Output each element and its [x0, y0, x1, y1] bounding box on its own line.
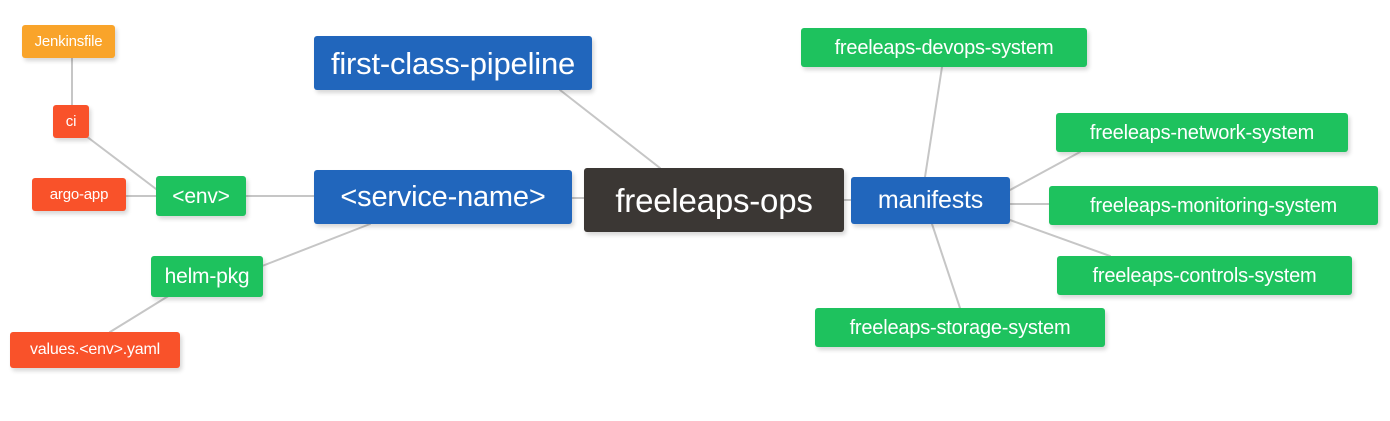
- node-freeleaps-controls-system[interactable]: freeleaps-controls-system: [1057, 256, 1352, 295]
- node-values-yaml[interactable]: values.<env>.yaml: [10, 332, 180, 368]
- node-label-freeleaps-ops: freeleaps-ops: [615, 181, 813, 219]
- node-service-name[interactable]: <service-name>: [314, 170, 572, 224]
- node-freeleaps-ops[interactable]: freeleaps-ops: [584, 168, 844, 232]
- node-first-class-pipeline[interactable]: first-class-pipeline: [314, 36, 592, 90]
- edge-first-class-pipeline-freeleaps-ops: [559, 89, 661, 169]
- node-label-ci: ci: [65, 113, 77, 130]
- edge-service-name-helm-pkg: [256, 223, 371, 269]
- node-label-helm-pkg: helm-pkg: [164, 265, 250, 288]
- node-env[interactable]: <env>: [156, 176, 246, 216]
- node-label-freeleaps-monitoring-system: freeleaps-monitoring-system: [1090, 194, 1337, 217]
- node-label-env: <env>: [172, 184, 230, 208]
- node-label-values-yaml: values.<env>.yaml: [29, 341, 160, 358]
- node-label-argo-app: argo-app: [49, 186, 109, 203]
- node-freeleaps-monitoring-system[interactable]: freeleaps-monitoring-system: [1049, 186, 1378, 225]
- edge-helm-pkg-values-yaml: [109, 294, 171, 333]
- node-label-first-class-pipeline: first-class-pipeline: [330, 45, 576, 81]
- node-label-freeleaps-storage-system: freeleaps-storage-system: [849, 316, 1071, 339]
- edge-manifests-devops: [924, 66, 943, 178]
- node-manifests[interactable]: manifests: [851, 177, 1010, 224]
- node-label-freeleaps-devops-system: freeleaps-devops-system: [834, 36, 1054, 59]
- node-label-freeleaps-controls-system: freeleaps-controls-system: [1092, 264, 1317, 287]
- node-freeleaps-storage-system[interactable]: freeleaps-storage-system: [815, 308, 1105, 347]
- edge-manifests-network: [1009, 151, 1081, 191]
- node-freeleaps-devops-system[interactable]: freeleaps-devops-system: [801, 28, 1087, 67]
- node-ci[interactable]: ci: [53, 105, 89, 138]
- node-argo-app[interactable]: argo-app: [32, 178, 126, 211]
- node-label-jenkinsfile: Jenkinsfile: [34, 33, 103, 50]
- node-jenkinsfile[interactable]: Jenkinsfile: [22, 25, 115, 58]
- edge-manifests-storage: [931, 223, 961, 309]
- node-helm-pkg[interactable]: helm-pkg: [151, 256, 263, 297]
- edge-manifests-controls: [1009, 219, 1111, 257]
- node-freeleaps-network-system[interactable]: freeleaps-network-system: [1056, 113, 1348, 152]
- node-label-manifests: manifests: [877, 186, 984, 214]
- node-label-freeleaps-network-system: freeleaps-network-system: [1089, 121, 1315, 144]
- node-label-service-name: <service-name>: [340, 180, 546, 213]
